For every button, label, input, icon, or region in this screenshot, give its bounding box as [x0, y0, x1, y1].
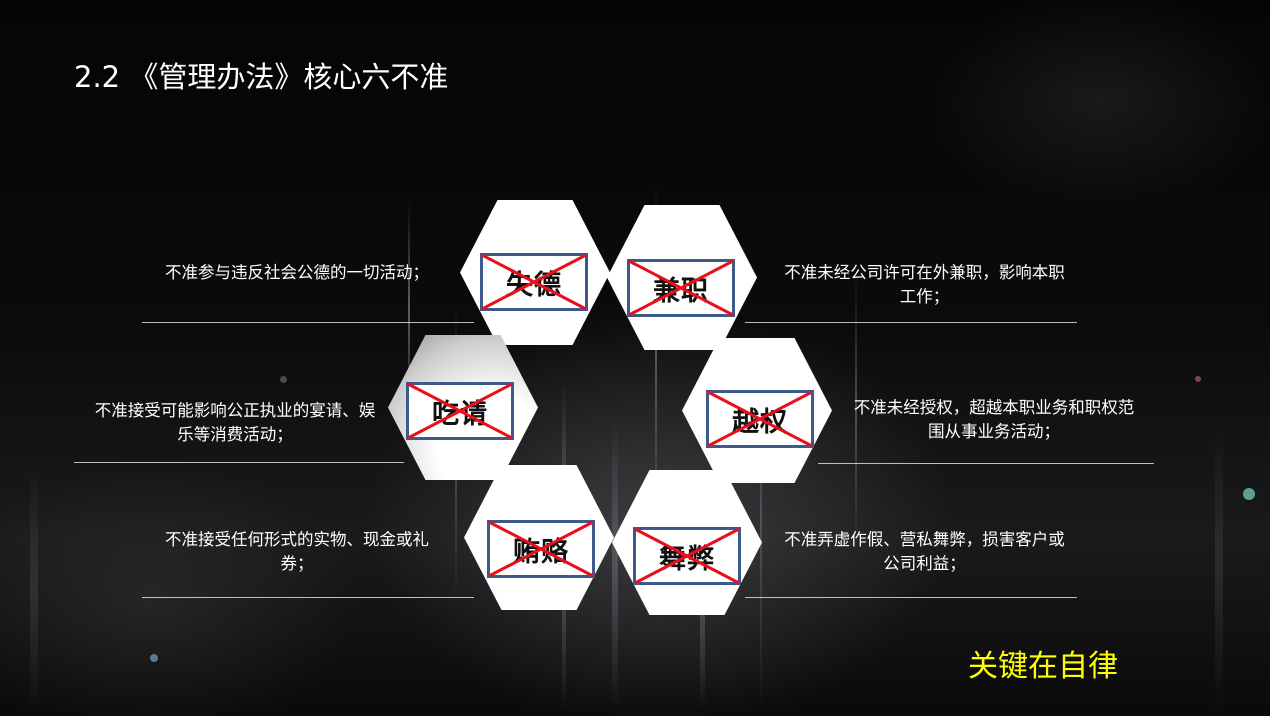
- red-x-cross-icon: [488, 520, 594, 578]
- rule-description-4: 不准未经授权，超越本职业务和职权范围从事业务活动；: [853, 398, 1135, 441]
- red-x-cross-icon: [707, 390, 813, 448]
- light-streak: [30, 460, 38, 716]
- rule-description-6: 不准弄虚作假、营私舞弊，损害客户或公司利益；: [784, 530, 1065, 573]
- rule-description-3: 不准接受可能影响公正执业的宴请、娱乐等消费活动；: [94, 401, 376, 444]
- red-x-cross-icon: [628, 259, 734, 317]
- light-streak: [655, 180, 657, 530]
- bokeh-dot: [1243, 488, 1255, 500]
- rule-tag-2: 兼职: [627, 259, 735, 317]
- rule-tag-6: 舞弊: [633, 527, 741, 585]
- light-streak: [1215, 420, 1223, 716]
- separator-line: [142, 597, 474, 598]
- rule-tag-label: 失德: [506, 269, 562, 301]
- separator-line: [74, 462, 404, 463]
- light-streak: [760, 330, 762, 710]
- rule-description-5: 不准接受任何形式的实物、现金或礼券；: [165, 530, 429, 573]
- rule-tag-label: 兼职: [653, 275, 709, 307]
- rule-tag-4: 越权: [706, 390, 814, 448]
- bokeh-dot: [280, 376, 287, 383]
- rule-tag-5: 贿赂: [487, 520, 595, 578]
- bokeh-dot: [150, 654, 158, 662]
- light-streak: [855, 270, 857, 550]
- red-x-cross-icon: [481, 253, 587, 311]
- light-streak: [408, 200, 410, 420]
- rule-tag-3: 吃请: [406, 382, 514, 440]
- rule-tag-label: 舞弊: [659, 543, 715, 575]
- slide-title: 2.2 《管理办法》核心六不准: [74, 60, 449, 94]
- separator-line: [142, 322, 474, 323]
- separator-line: [745, 322, 1077, 323]
- separator-line: [745, 597, 1077, 598]
- rule-description-2: 不准未经公司许可在外兼职，影响本职工作；: [784, 263, 1065, 306]
- bokeh-dot: [1195, 376, 1201, 382]
- rule-description-1: 不准参与违反社会公德的一切活动；: [165, 263, 429, 282]
- motto-text: 关键在自律: [968, 649, 1118, 684]
- rule-tag-label: 越权: [732, 406, 788, 438]
- separator-line: [818, 463, 1154, 464]
- rule-tag-label: 吃请: [432, 398, 488, 430]
- red-x-cross-icon: [634, 527, 740, 585]
- light-streak: [612, 420, 618, 710]
- rule-tag-1: 失德: [480, 253, 588, 311]
- red-x-cross-icon: [407, 382, 513, 440]
- rule-tag-label: 贿赂: [513, 536, 569, 568]
